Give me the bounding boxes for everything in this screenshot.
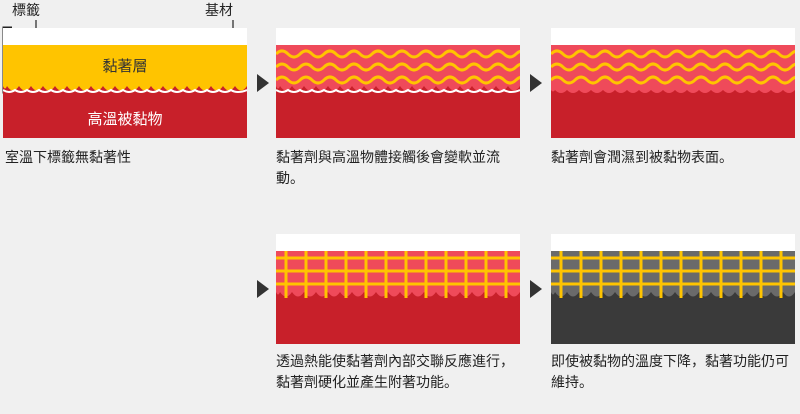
- panel-cooled: [551, 234, 795, 344]
- arrow-icon: [257, 74, 269, 92]
- step-4-caption: 透過熱能使黏著劑內部交聯反應進行，黏著劑硬化並產生附著功能。: [276, 354, 514, 391]
- arrow-icon: [530, 74, 542, 92]
- step-5-caption: 即使被黏物的溫度下降，黏著功能仍可維持。: [551, 354, 789, 391]
- arrow-icon: [530, 280, 542, 298]
- adhesive-layer-label: 黏著層: [102, 57, 148, 75]
- step-2-caption: 黏著劑與高溫物體接觸後會變軟並流動。: [276, 150, 500, 187]
- arrow-icon: [257, 280, 269, 298]
- panel-crosslinking: [276, 234, 520, 344]
- panel-wetting: [551, 28, 795, 138]
- step-3-caption: 黏著劑會潤濕到被黏物表面。: [551, 150, 733, 166]
- panel-softening: [276, 28, 520, 138]
- step-1-caption: 室溫下標籤無黏著性: [5, 150, 131, 166]
- panel-room-temperature: 黏著層 高溫被黏物: [3, 28, 247, 138]
- substrate-annotation: 基材: [205, 3, 233, 19]
- label-annotation: 標籤: [12, 3, 40, 19]
- hot-object-label: 高溫被黏物: [87, 110, 163, 128]
